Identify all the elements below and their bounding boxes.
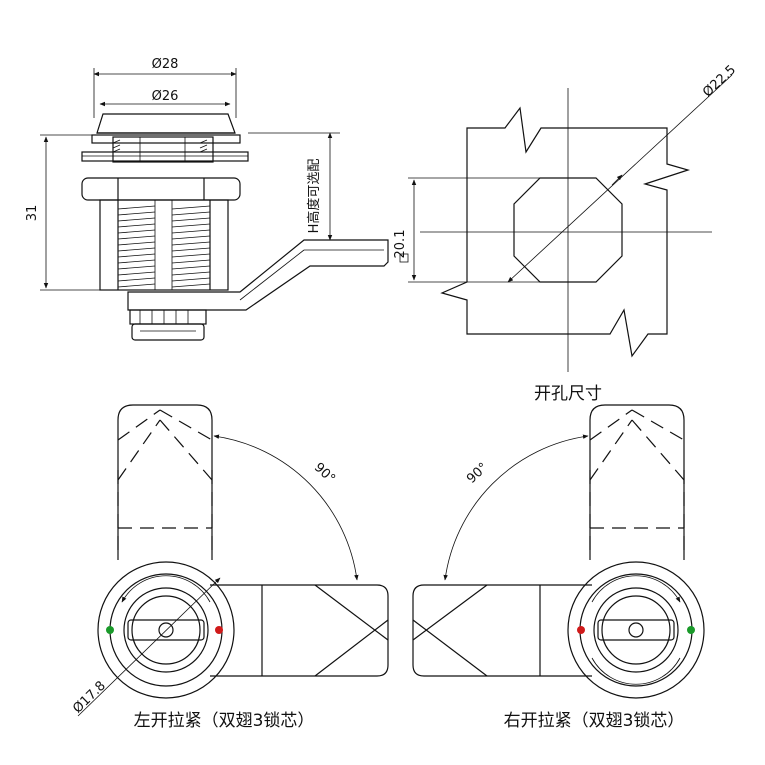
height-label: 31 <box>25 205 40 222</box>
left-cam-caption: 左开拉紧（双翅3锁芯） <box>134 711 315 731</box>
thread-line <box>117 217 156 222</box>
left-diameter-label: Ø17.8 <box>70 678 109 716</box>
thread-line <box>171 247 211 252</box>
thread-line <box>171 205 211 210</box>
thread-line <box>117 283 156 288</box>
thread-line <box>171 283 211 288</box>
right-green-indicator <box>687 626 695 634</box>
dia-outer-label: Ø28 <box>152 57 179 72</box>
thread-line <box>171 223 211 228</box>
thread-line <box>171 277 211 282</box>
left-green-indicator <box>106 626 114 634</box>
thread-line <box>117 205 156 210</box>
left-angle-label: 90° <box>311 460 338 487</box>
cutout-view: Ø22.5 20.1 开孔尺寸 <box>393 63 739 404</box>
thread-line <box>117 277 156 282</box>
thread-line <box>171 241 211 246</box>
thread-line <box>171 217 211 222</box>
cutout-flat-label: 20.1 <box>393 230 408 259</box>
dia-inner-label: Ø26 <box>152 89 179 104</box>
thread-line <box>117 271 156 276</box>
cutout-caption: 开孔尺寸 <box>534 384 602 404</box>
thread-line <box>171 265 211 270</box>
thread-line <box>117 247 156 252</box>
thread-line <box>171 229 211 234</box>
thread-line <box>117 253 156 258</box>
thread-line <box>171 235 211 240</box>
thread-line <box>117 235 156 240</box>
thread-line <box>171 271 211 276</box>
thread-line <box>171 259 211 264</box>
thread-line <box>117 265 156 270</box>
h-option-label: H高度可选配 <box>306 159 322 234</box>
thread-line <box>117 259 156 264</box>
thread-line <box>117 211 156 216</box>
cutout-diameter-label: Ø22.5 <box>700 63 739 101</box>
right-cam-diagram: 90° 右开拉紧（双翅3锁芯） <box>412 404 705 731</box>
side-view: Ø28 Ø26 <box>25 57 389 341</box>
thread-line <box>117 241 156 246</box>
right-red-indicator <box>577 626 585 634</box>
left-red-indicator <box>215 626 223 634</box>
thread-line <box>117 223 156 228</box>
thread-line <box>117 229 156 234</box>
right-angle-label: 90° <box>464 460 491 487</box>
left-cam-diagram: 90° Ø17.8 左开拉紧（双翅3锁芯） <box>70 404 389 731</box>
thread-line <box>171 253 211 258</box>
right-cam-caption: 右开拉紧（双翅3锁芯） <box>504 711 685 731</box>
thread-line <box>171 211 211 216</box>
